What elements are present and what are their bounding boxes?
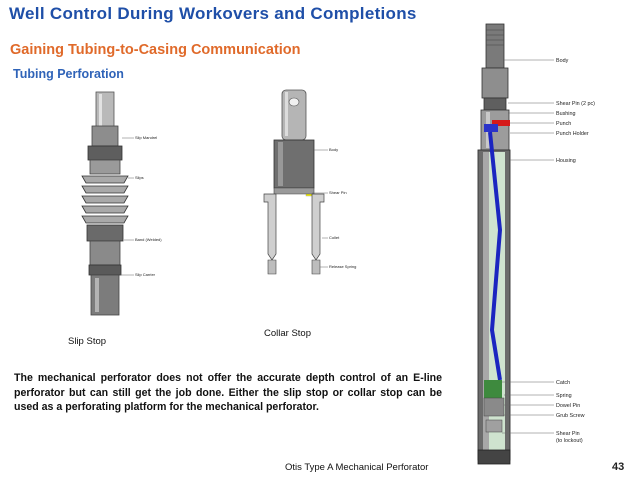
slide-title: Well Control During Workovers and Comple… [9, 4, 417, 23]
punch-holder-label: Punch Holder [556, 131, 589, 137]
band-welded-label: Band (Welded) [135, 237, 162, 242]
perforator-body-label: Body [556, 58, 569, 64]
spring-label: Spring [556, 393, 572, 399]
slips-label: Slips [135, 175, 144, 180]
bushing-label: Bushing [556, 111, 575, 117]
collar-shear-pin-label: Shear Pin [329, 190, 347, 195]
slip-stop-diagram: Slip Mandrel Slips Band (Welded) Slip Ca… [81, 91, 162, 316]
catch-label: Catch [556, 380, 570, 386]
dowel-pin-label: Dowel Pin [556, 403, 580, 409]
slip-carrier-label: Slip Carrier [135, 272, 156, 277]
collet-label: Collet [329, 235, 340, 240]
section-heading: Tubing Perforation [13, 67, 124, 81]
lockout-note-label: (to lockout) [556, 438, 583, 444]
page-number: 43 [612, 461, 625, 473]
grub-screw-label: Grub Screw [556, 413, 585, 419]
collar-body-label: Body [329, 147, 338, 152]
punch-label: Punch [556, 121, 571, 127]
slip-stop-caption: Slip Stop [68, 336, 107, 347]
release-spring-label: Release Spring [329, 264, 356, 269]
housing-label: Housing [556, 158, 576, 164]
shear-pin-lockout-label: Shear Pin [556, 431, 580, 437]
shear-pin-2pc-label: Shear Pin (2 pc) [556, 101, 595, 107]
body-paragraph: The mechanical perforator does not offer… [14, 372, 442, 414]
slide-subtitle: Gaining Tubing-to-Casing Communication [10, 42, 301, 58]
perforator-caption: Otis Type A Mechanical Perforator [285, 462, 429, 473]
collar-stop-diagram: Body Shear Pin Collet Release Spring [263, 89, 356, 275]
collar-stop-caption: Collar Stop [264, 328, 311, 339]
perforator-diagram: Body Shear Pin (2 pc) Bushing Punch Punc… [477, 23, 595, 465]
slip-mandrel-label: Slip Mandrel [135, 135, 157, 140]
